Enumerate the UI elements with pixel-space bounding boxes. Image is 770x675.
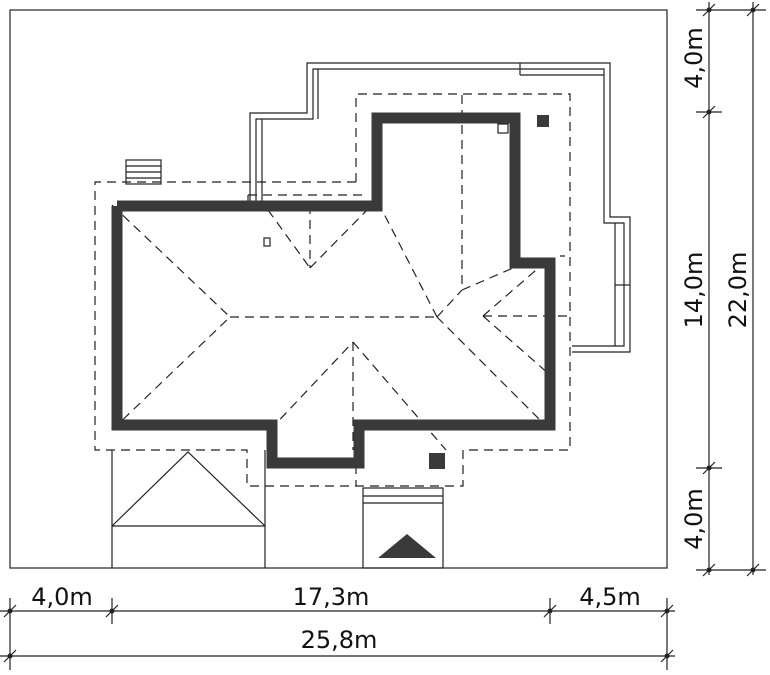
left-garage bbox=[111, 450, 266, 568]
dim-right-middle: 14,0m bbox=[680, 252, 708, 329]
dim-bottom-right: 4,5m bbox=[579, 583, 641, 611]
chimney bbox=[125, 159, 162, 185]
dim-bottom-left: 4,0m bbox=[31, 583, 93, 611]
entrance-porch bbox=[362, 487, 444, 569]
roof-hatch bbox=[497, 123, 509, 134]
plot-boundary bbox=[9, 9, 668, 569]
dim-bottom-middle: 17,3m bbox=[293, 583, 370, 611]
roof-outline bbox=[94, 93, 571, 487]
dim-right-top: 4,0m bbox=[680, 27, 708, 89]
right-dimensions bbox=[696, 2, 766, 577]
roof-vent bbox=[537, 115, 549, 127]
chimney-stack bbox=[429, 453, 445, 469]
dim-right-bottom: 4,0m bbox=[680, 488, 708, 550]
bottom-dimensions bbox=[0, 598, 675, 670]
entrance-arrow bbox=[378, 534, 436, 558]
dim-bottom-total: 25,8m bbox=[301, 626, 378, 654]
dim-right-total: 22,0m bbox=[724, 252, 752, 329]
roof-window bbox=[263, 237, 271, 247]
terrace-top bbox=[249, 62, 631, 353]
building-walls bbox=[111, 112, 556, 469]
